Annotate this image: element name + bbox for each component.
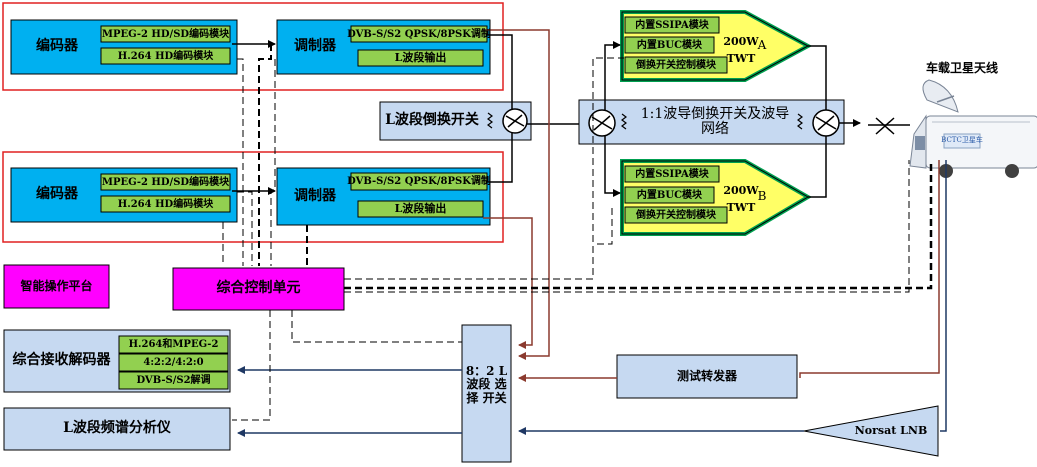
decoder-title: 综合接收解码器 — [12, 352, 111, 369]
mpeg-module2-box — [100, 173, 231, 191]
amp-b-switch-ctrl-label: 倒换开关控制模块 — [636, 209, 716, 221]
lband-out1-label: L波段输出 — [394, 50, 447, 64]
smart-platform-box — [3, 264, 110, 309]
dvb-mod1-label: DVB-S/S2 QPSK/8PSK调制 — [347, 28, 491, 40]
spectrum-analyzer-box — [3, 407, 231, 451]
mpeg-module1-box — [100, 25, 231, 43]
amp-a-letter: A — [757, 38, 767, 53]
mpeg-module2-label: MPEG-2 HD/SD编码模块 — [101, 176, 230, 188]
lband-switch-label: L波段倒换开关 — [385, 112, 479, 129]
h264-module1-label: H.264 HD编码模块 — [117, 50, 214, 62]
encoder2-label: 编码器 — [36, 186, 78, 203]
modulator1-label: 调制器 — [294, 38, 336, 55]
test-transponder-box — [616, 354, 798, 399]
lband-select-box — [461, 324, 512, 463]
amp-b-power-label: 200W — [723, 183, 759, 197]
amp-a-power-label: 200W — [723, 34, 759, 48]
amp-a-buc-label: 内置BUC模块 — [636, 39, 703, 51]
group2-frame — [2, 151, 504, 243]
van-logo: BCTC卫星车 — [941, 136, 983, 145]
test-transponder-label: 测试转发器 — [676, 368, 737, 383]
amp-b-letter: B — [757, 189, 767, 204]
smart-platform-label: 智能操作平台 — [20, 278, 93, 293]
antenna-label: 车载卫星天线 — [925, 61, 998, 76]
control-unit-label: 综合控制单元 — [216, 280, 301, 297]
lband-out1-box — [357, 49, 484, 67]
dvb-mod1-box — [350, 25, 488, 43]
h264-module1-box — [100, 47, 231, 65]
amp-b-ssipa-label: 内置SSIPA模块 — [635, 168, 709, 180]
decoder-item-demod: DVB-S/S2解调 — [136, 375, 211, 386]
amp-a-switch-ctrl-label: 倒换开关控制模块 — [636, 59, 716, 71]
modulator2-label: 调制器 — [294, 187, 336, 204]
lband-select-label: 8：2 L波段 选择 开关 — [465, 364, 508, 405]
decoder-item-codec: H.264和MPEG-2 — [128, 339, 219, 350]
satellite-van — [909, 79, 1037, 178]
waveguide-switch-label: 1:1波导倒换开关及波导网络 — [640, 105, 790, 137]
mpeg-module1-label: MPEG-2 HD/SD编码模块 — [101, 28, 230, 40]
amp-b-buc-label: 内置BUC模块 — [636, 189, 703, 201]
h264-module2-label: H.264 HD编码模块 — [117, 198, 214, 210]
lband-out2-label: L波段输出 — [394, 201, 447, 215]
lnb-label: Norsat LNB — [854, 423, 928, 437]
spectrum-analyzer-label: L波段频谱分析仪 — [63, 420, 171, 437]
amp-a-twt-label: TWT — [726, 51, 756, 65]
control-unit-box — [172, 267, 345, 311]
amp-a-ssipa-label: 内置SSIPA模块 — [635, 19, 709, 31]
dvb-mod2-label: DVB-S/S2 QPSK/8PSK调制 — [347, 176, 491, 187]
amp-b-twt-label: TWT — [726, 200, 756, 214]
group1-frame — [2, 2, 504, 91]
encoder1-label: 编码器 — [36, 38, 78, 55]
lband-out2-box — [357, 200, 484, 218]
decoder-item-sampling: 4:2:2/4:2:0 — [143, 357, 204, 368]
h264-module2-box — [100, 195, 231, 213]
lnb-shape — [803, 405, 939, 457]
